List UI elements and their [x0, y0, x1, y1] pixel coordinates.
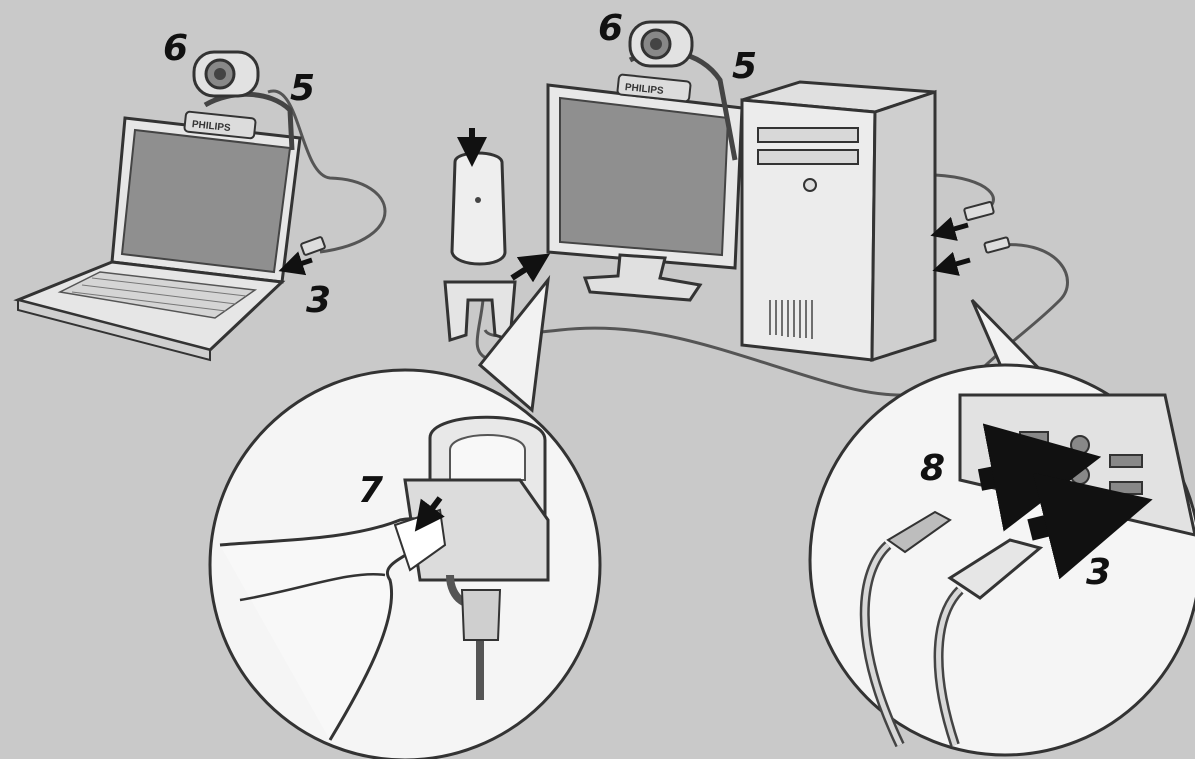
monitor-screen — [559, 96, 730, 257]
desktop-monitor — [546, 83, 744, 302]
callout-audio-plug: 8 — [920, 448, 945, 489]
desktop-webcam-brand: PHILIPS — [624, 82, 664, 97]
callout-laptop-focus: 6 — [163, 28, 188, 69]
ports-detail-callout — [808, 298, 1195, 757]
callout-laptop-clip: 5 — [290, 68, 315, 109]
ports-detail-ethernet-port — [1019, 431, 1049, 455]
monitor-stand — [582, 253, 703, 302]
callout-mic-attach: 7 — [358, 470, 383, 511]
ports-detail-audio-arrow — [977, 423, 1102, 532]
microphone-slide-arrow — [510, 253, 551, 283]
tower-side — [870, 89, 937, 363]
microphone-body — [450, 151, 507, 266]
laptop-screen — [120, 128, 292, 274]
ports-detail-audio-plug — [886, 510, 952, 554]
desktop-audio-cable — [483, 243, 1069, 397]
laptop-usb-plug — [278, 236, 326, 276]
ports-detail-usb-port-1 — [1109, 454, 1143, 468]
callout-desktop-focus: 6 — [598, 8, 623, 49]
ports-detail-usb-port-2 — [1109, 481, 1143, 495]
mic-detail-callout — [208, 274, 602, 759]
ports-detail-audio-jack-1 — [1070, 435, 1090, 455]
mic-detail-press-arrow — [414, 496, 445, 532]
desktop-webcam: PHILIPS — [616, 20, 738, 161]
microphone — [443, 128, 551, 343]
laptop-webcam-brand: PHILIPS — [191, 119, 231, 134]
laptop-webcam: PHILIPS — [183, 50, 295, 151]
mic-cable — [475, 299, 487, 360]
microphone-clip — [443, 280, 517, 343]
laptop-front-edge — [17, 298, 211, 362]
ports-detail-usb-arrow — [1027, 472, 1153, 580]
laptop — [13, 116, 302, 362]
desktop-tower — [740, 80, 937, 363]
desktop-plugs — [930, 201, 1011, 276]
callout-laptop-usb: 3 — [306, 280, 331, 321]
callout-desktop-clip: 5 — [732, 46, 757, 87]
callout-usb-plug: 3 — [1086, 552, 1111, 593]
ports-detail-audio-jack-2 — [1070, 465, 1090, 485]
laptop-keyboard — [57, 271, 258, 319]
ports-detail-usb-plug — [947, 538, 1044, 600]
